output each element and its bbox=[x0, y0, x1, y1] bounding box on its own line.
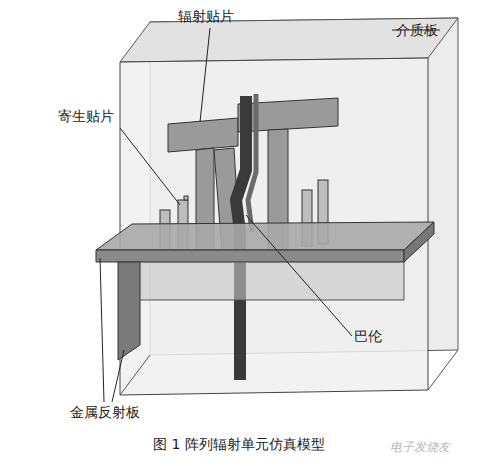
watermark: 电子发烧友 bbox=[390, 440, 450, 454]
balun bbox=[248, 94, 256, 232]
reflector-wall bbox=[140, 262, 404, 300]
reflector-edge bbox=[96, 250, 404, 262]
part-label: 寄生贴片 bbox=[58, 108, 114, 125]
board-edge bbox=[428, 350, 458, 390]
reflector-wall bbox=[118, 262, 140, 360]
board-edge bbox=[120, 355, 150, 395]
board-top bbox=[120, 18, 458, 62]
figure-caption: 图 1 阵列辐射单元仿真模型 bbox=[0, 436, 478, 454]
leader-line bbox=[100, 28, 440, 402]
part-label: 金属反射板 bbox=[70, 404, 140, 421]
reflector-edge bbox=[404, 222, 434, 262]
part-label: 辐射贴片 bbox=[178, 8, 234, 25]
part-label: 巴伦 bbox=[354, 328, 382, 345]
part-label: 介质板 bbox=[396, 22, 438, 39]
